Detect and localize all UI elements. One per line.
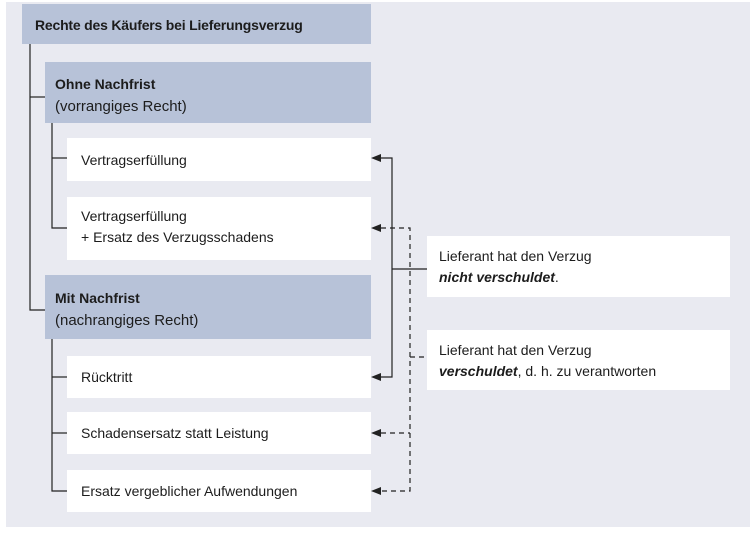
arrowhead-icon [371, 487, 381, 495]
group-name: Mit Nachfrist [55, 290, 140, 306]
arrowhead-icon [371, 373, 381, 381]
item-ruecktritt: Rücktritt [67, 356, 371, 398]
condition-text: Lieferant hat den Verzug [439, 342, 592, 358]
condition-emphasis: verschuldet [439, 363, 518, 379]
group-ohne-nachfrist: Ohne Nachfrist (vorrangiges Recht) [45, 62, 371, 123]
item-ersatz-aufwendungen: Ersatz vergeblicher Aufwendungen [67, 470, 371, 512]
condition-emphasis: nicht verschuldet [439, 269, 555, 285]
item-vertragserfuellung-verzugsschaden: Vertragserfüllung + Ersatz des Verzugssc… [67, 197, 371, 260]
solid-bracket [381, 157, 393, 378]
arrowhead-icon [371, 154, 381, 162]
condition-nicht-verschuldet: Lieferant hat den Verzug nicht verschuld… [427, 236, 730, 297]
condition-text: Lieferant hat den Verzug [439, 248, 592, 264]
group-note: (nachrangiges Recht) [55, 312, 199, 329]
group-mit-nachfrist: Mit Nachfrist (nachrangiges Recht) [45, 275, 371, 339]
condition-verschuldet: Lieferant hat den Verzug verschuldet, d.… [427, 330, 730, 390]
arrowhead-icon [371, 429, 381, 437]
item-vertragserfuellung: Vertragserfüllung [67, 138, 371, 181]
item-label: Ersatz vergeblicher Aufwendungen [81, 483, 298, 499]
item-label: Rücktritt [81, 369, 133, 385]
diagram-title: Rechte des Käufers bei Lieferungsverzug [22, 4, 371, 44]
group-note: (vorrangiges Recht) [55, 98, 187, 115]
item-schadensersatz: Schadensersatz statt Leistung [67, 412, 371, 454]
item-label-line2: + Ersatz des Verzugsschadens [81, 229, 274, 245]
arrowhead-icon [371, 224, 381, 232]
condition-rest: . [554, 269, 559, 285]
tree-line-root [29, 44, 45, 311]
condition-rest: , d. h. zu verantworten [517, 363, 657, 379]
dashed-bracket [381, 227, 411, 492]
tree-line-group2 [51, 339, 67, 492]
tree-line-group1 [51, 123, 67, 229]
item-label: Vertragserfüllung [81, 208, 187, 224]
item-label: Vertragserfüllung [81, 151, 187, 168]
group-name: Ohne Nachfrist [55, 76, 156, 92]
item-label: Schadensersatz statt Leistung [81, 425, 269, 441]
